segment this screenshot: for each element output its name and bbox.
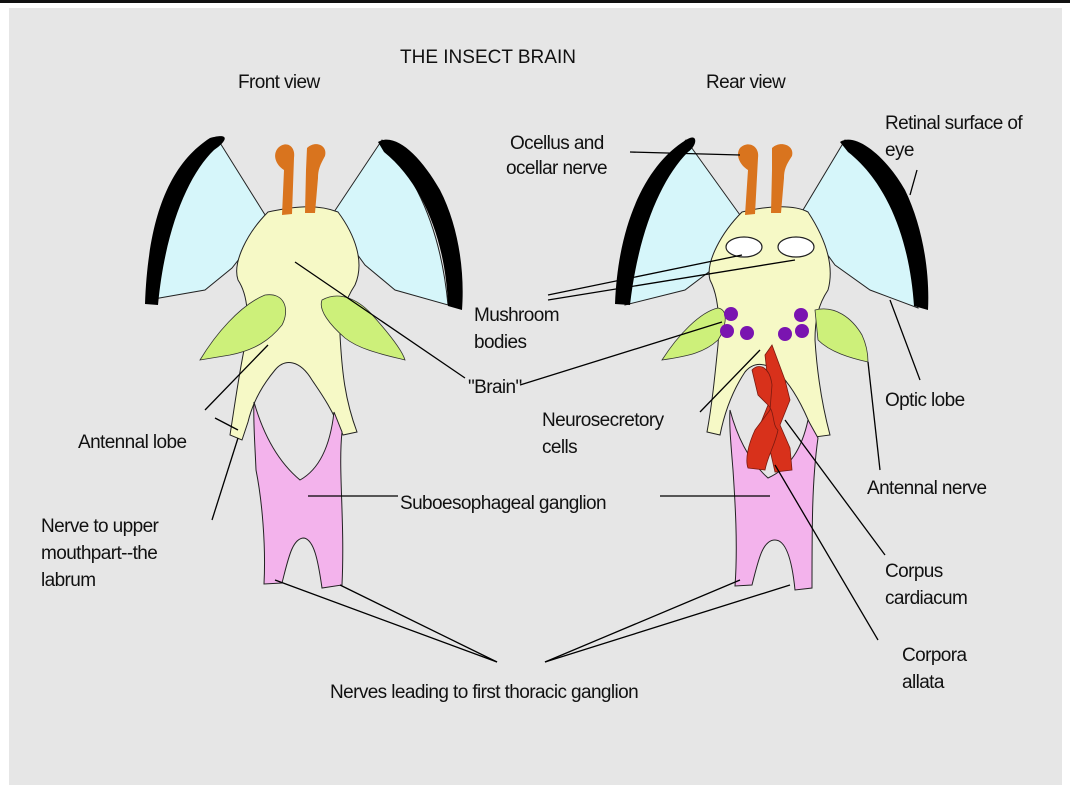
neurosecretory-cell bbox=[720, 324, 734, 338]
rear-right-mushroom-oval bbox=[778, 237, 814, 257]
label-retinal-line2: eye bbox=[885, 140, 914, 162]
leader-thoracic-4 bbox=[545, 585, 790, 662]
label-ocellus-line1: Ocellus and bbox=[510, 133, 604, 155]
leader-thoracic-1 bbox=[275, 580, 497, 662]
label-cardiacum-line1: Corpus bbox=[885, 561, 943, 583]
rear-left-mushroom-oval bbox=[726, 237, 762, 257]
label-suboesophageal: Suboesophageal ganglion bbox=[400, 493, 606, 515]
label-antennal-lobe: Antennal lobe bbox=[78, 432, 186, 454]
neurosecretory-cell bbox=[724, 307, 738, 321]
rear-view-heading: Rear view bbox=[706, 72, 785, 94]
front-view-heading: Front view bbox=[238, 72, 320, 94]
front-right-ocellus bbox=[305, 144, 325, 213]
label-mushroom-line2: bodies bbox=[474, 332, 526, 354]
leader-optic bbox=[890, 300, 920, 380]
label-neurosecretory-line1: Neurosecretory bbox=[542, 410, 663, 432]
leader-thoracic-3 bbox=[545, 580, 740, 662]
label-brain: "Brain" bbox=[468, 377, 522, 399]
leader-retinal bbox=[910, 170, 917, 195]
leader-antennal-nerve bbox=[868, 362, 880, 470]
neurosecretory-cell bbox=[795, 324, 809, 338]
label-thoracic: Nerves leading to first thoracic ganglio… bbox=[330, 682, 638, 704]
label-ocellus-line2: ocellar nerve bbox=[506, 158, 607, 180]
label-mushroom-line1: Mushroom bbox=[474, 305, 559, 327]
label-nerve-line3: labrum bbox=[41, 570, 95, 592]
rear-view-figure bbox=[615, 137, 928, 590]
neurosecretory-cell bbox=[794, 308, 808, 322]
diagram-title: THE INSECT BRAIN bbox=[400, 47, 576, 69]
label-nerve-line1: Nerve to upper bbox=[41, 516, 158, 538]
label-optic-lobe: Optic lobe bbox=[885, 390, 965, 412]
front-view-figure bbox=[145, 136, 463, 588]
neurosecretory-cell bbox=[740, 326, 754, 340]
rear-left-ocellus bbox=[738, 144, 758, 215]
front-suboesophageal-ganglion bbox=[254, 402, 343, 588]
label-neurosecretory-line2: cells bbox=[542, 437, 577, 459]
label-cardiacum-line2: cardiacum bbox=[885, 588, 967, 610]
label-allata-line1: Corpora bbox=[902, 645, 966, 667]
label-retinal-line1: Retinal surface of bbox=[885, 113, 1022, 135]
label-allata-line2: allata bbox=[902, 672, 944, 694]
label-nerve-line2: mouthpart--the bbox=[41, 543, 157, 565]
label-antennal-nerve: Antennal nerve bbox=[867, 478, 986, 500]
rear-right-ocellus bbox=[771, 144, 792, 213]
rear-right-antennal-lobe bbox=[815, 309, 868, 362]
leader-thoracic-2 bbox=[340, 585, 497, 662]
neurosecretory-cell bbox=[778, 327, 792, 341]
leader-nerve-labrum bbox=[212, 438, 238, 520]
front-left-ocellus bbox=[275, 144, 294, 215]
rear-left-antennal-lobe bbox=[662, 308, 725, 360]
